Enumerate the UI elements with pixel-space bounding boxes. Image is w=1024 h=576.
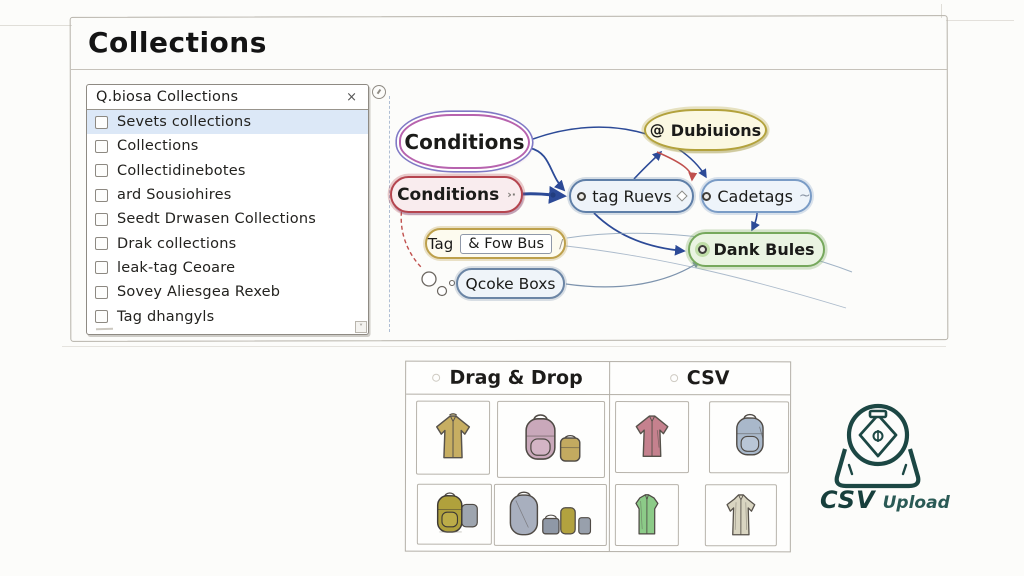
- csv-label: CSV: [820, 486, 876, 514]
- checkbox[interactable]: [95, 261, 108, 275]
- circle-icon: [702, 191, 712, 201]
- backpack-and-bag-icon: [436, 491, 478, 533]
- node-conditions-top[interactable]: Conditions: [399, 114, 530, 169]
- list-item-label: leak-tag Ceoare: [117, 259, 236, 276]
- scroll-down-icon[interactable]: ˅: [355, 321, 367, 333]
- product-blue-backpack[interactable]: [708, 401, 790, 474]
- flow-box-field[interactable]: & Fow Bus: [460, 233, 553, 254]
- product-green-vest[interactable]: [614, 484, 679, 547]
- jacket-icon: [635, 415, 669, 458]
- node-tag-rules[interactable]: tag Ruevs: [569, 179, 694, 213]
- list-item[interactable]: Sevets collections: [87, 110, 368, 135]
- checkbox[interactable]: [95, 188, 108, 202]
- list-item[interactable]: ard Sousiohires: [87, 183, 368, 207]
- node-conditions-bottom[interactable]: Conditions ›·: [390, 176, 523, 213]
- node-label: Conditions: [404, 129, 525, 154]
- node-label: Dubiuions: [670, 120, 762, 140]
- sketch-overshoot-line: [946, 20, 1014, 21]
- list-item-label: Collectidinebotes: [117, 162, 246, 179]
- product-beige-jacket[interactable]: [704, 484, 777, 547]
- list-item-label: Tag dhangyls: [117, 308, 215, 325]
- grid-header: Drag & Drop CSV: [406, 361, 791, 396]
- csv-upload-icon[interactable]: [818, 393, 943, 498]
- slash-mark: /: [559, 236, 564, 251]
- node-label: Cadetags: [717, 186, 793, 206]
- import-grid: Drag & Drop CSV: [404, 360, 792, 553]
- sketch-marks: ›·: [507, 188, 516, 201]
- node-code-box[interactable]: Qcoke Boxs: [456, 268, 565, 299]
- list-item[interactable]: Tag dhangyls: [87, 304, 368, 328]
- product-pink-backpack-with-tan-bag[interactable]: [496, 400, 606, 479]
- list-item-label: Seedt Drwasen Collections: [117, 211, 316, 228]
- checkbox[interactable]: [95, 310, 108, 324]
- title-divider: [71, 69, 947, 70]
- sketch-overshoot-line: [941, 4, 942, 18]
- node-label: Dank Bules: [713, 240, 815, 259]
- tab-drag-and-drop[interactable]: Drag & Drop: [406, 362, 609, 394]
- list-item[interactable]: Collectidinebotes: [87, 159, 368, 183]
- checkbox[interactable]: [95, 285, 108, 299]
- backpack-and-bags-icon: [509, 491, 591, 536]
- node-categories[interactable]: Cadetags ~: [701, 179, 812, 213]
- footer-scribble: [95, 327, 114, 331]
- column-header-label: CSV: [686, 367, 730, 390]
- node-label: tag Ruevs: [592, 186, 672, 206]
- grid-column-divider: [608, 362, 611, 552]
- jacket-icon: [726, 494, 756, 536]
- product-olive-backpack-with-gray-bag[interactable]: [416, 483, 492, 545]
- node-label: Tag: [427, 234, 454, 253]
- tilde-icon: ~: [798, 188, 811, 204]
- close-icon[interactable]: ×: [346, 89, 357, 105]
- list-item-label: Drak collections: [117, 235, 237, 252]
- sketch-overshoot-line: [0, 25, 72, 26]
- panel-canvas-divider: [389, 96, 390, 332]
- product-pink-jacket[interactable]: [614, 401, 690, 474]
- product-gray-backpack-with-bags[interactable]: [493, 483, 607, 547]
- tab-csv[interactable]: CSV: [609, 362, 790, 394]
- node-divisions[interactable]: @ Dubiuions: [644, 109, 767, 151]
- list-item[interactable]: Seedt Drwasen Collections: [87, 207, 368, 231]
- circle-icon: [577, 191, 587, 201]
- backpack-icon: [736, 413, 764, 456]
- search-bar[interactable]: Q.biosa Collections ×: [87, 85, 368, 110]
- faint-circle-icon: [432, 373, 441, 382]
- list-item-label: Collections: [117, 138, 199, 155]
- list-item[interactable]: leak-tag Ceoare: [87, 256, 368, 280]
- list-item-label: Sovey Aliesgea Rexeb: [117, 284, 281, 301]
- faint-circle-icon: [669, 374, 678, 383]
- page-title: Collections: [88, 26, 267, 59]
- checkbox[interactable]: [95, 212, 108, 226]
- list-item[interactable]: Sovey Aliesgea Rexeb: [87, 280, 368, 304]
- clock-icon: [372, 85, 386, 99]
- backpack-and-bag-icon: [525, 413, 581, 462]
- checkbox[interactable]: [95, 139, 108, 153]
- collections-panel: Q.biosa Collections × Sevets collections…: [86, 84, 369, 335]
- column-header-label: Drag & Drop: [449, 366, 583, 389]
- checkbox[interactable]: [95, 164, 108, 178]
- vest-icon: [635, 494, 659, 535]
- diamond-icon: [676, 190, 688, 202]
- upload-label: Upload: [882, 493, 950, 513]
- csv-upload-label: CSV Upload: [820, 486, 950, 514]
- list-item-label: ard Sousiohires: [117, 187, 232, 204]
- list-item[interactable]: Collections: [87, 134, 368, 158]
- at-icon: @: [649, 121, 665, 139]
- product-tan-jacket[interactable]: [415, 400, 491, 475]
- jacket-icon: [436, 413, 471, 459]
- sketch-overshoot-line: [62, 346, 946, 347]
- collections-list: Sevets collections Collections Collectid…: [87, 110, 368, 329]
- circle-icon: [698, 245, 708, 254]
- node-tag-flow-box[interactable]: Tag & Fow Bus /: [425, 228, 566, 259]
- search-input[interactable]: Q.biosa Collections: [96, 89, 239, 105]
- list-item[interactable]: Drak collections: [87, 231, 368, 255]
- list-item-label: Sevets collections: [117, 114, 252, 131]
- checkbox[interactable]: [95, 115, 108, 129]
- node-label: Conditions: [397, 184, 500, 205]
- checkbox[interactable]: [95, 237, 108, 251]
- node-rank-rules[interactable]: Dank Bules: [688, 232, 825, 267]
- node-label: Qcoke Boxs: [465, 274, 556, 293]
